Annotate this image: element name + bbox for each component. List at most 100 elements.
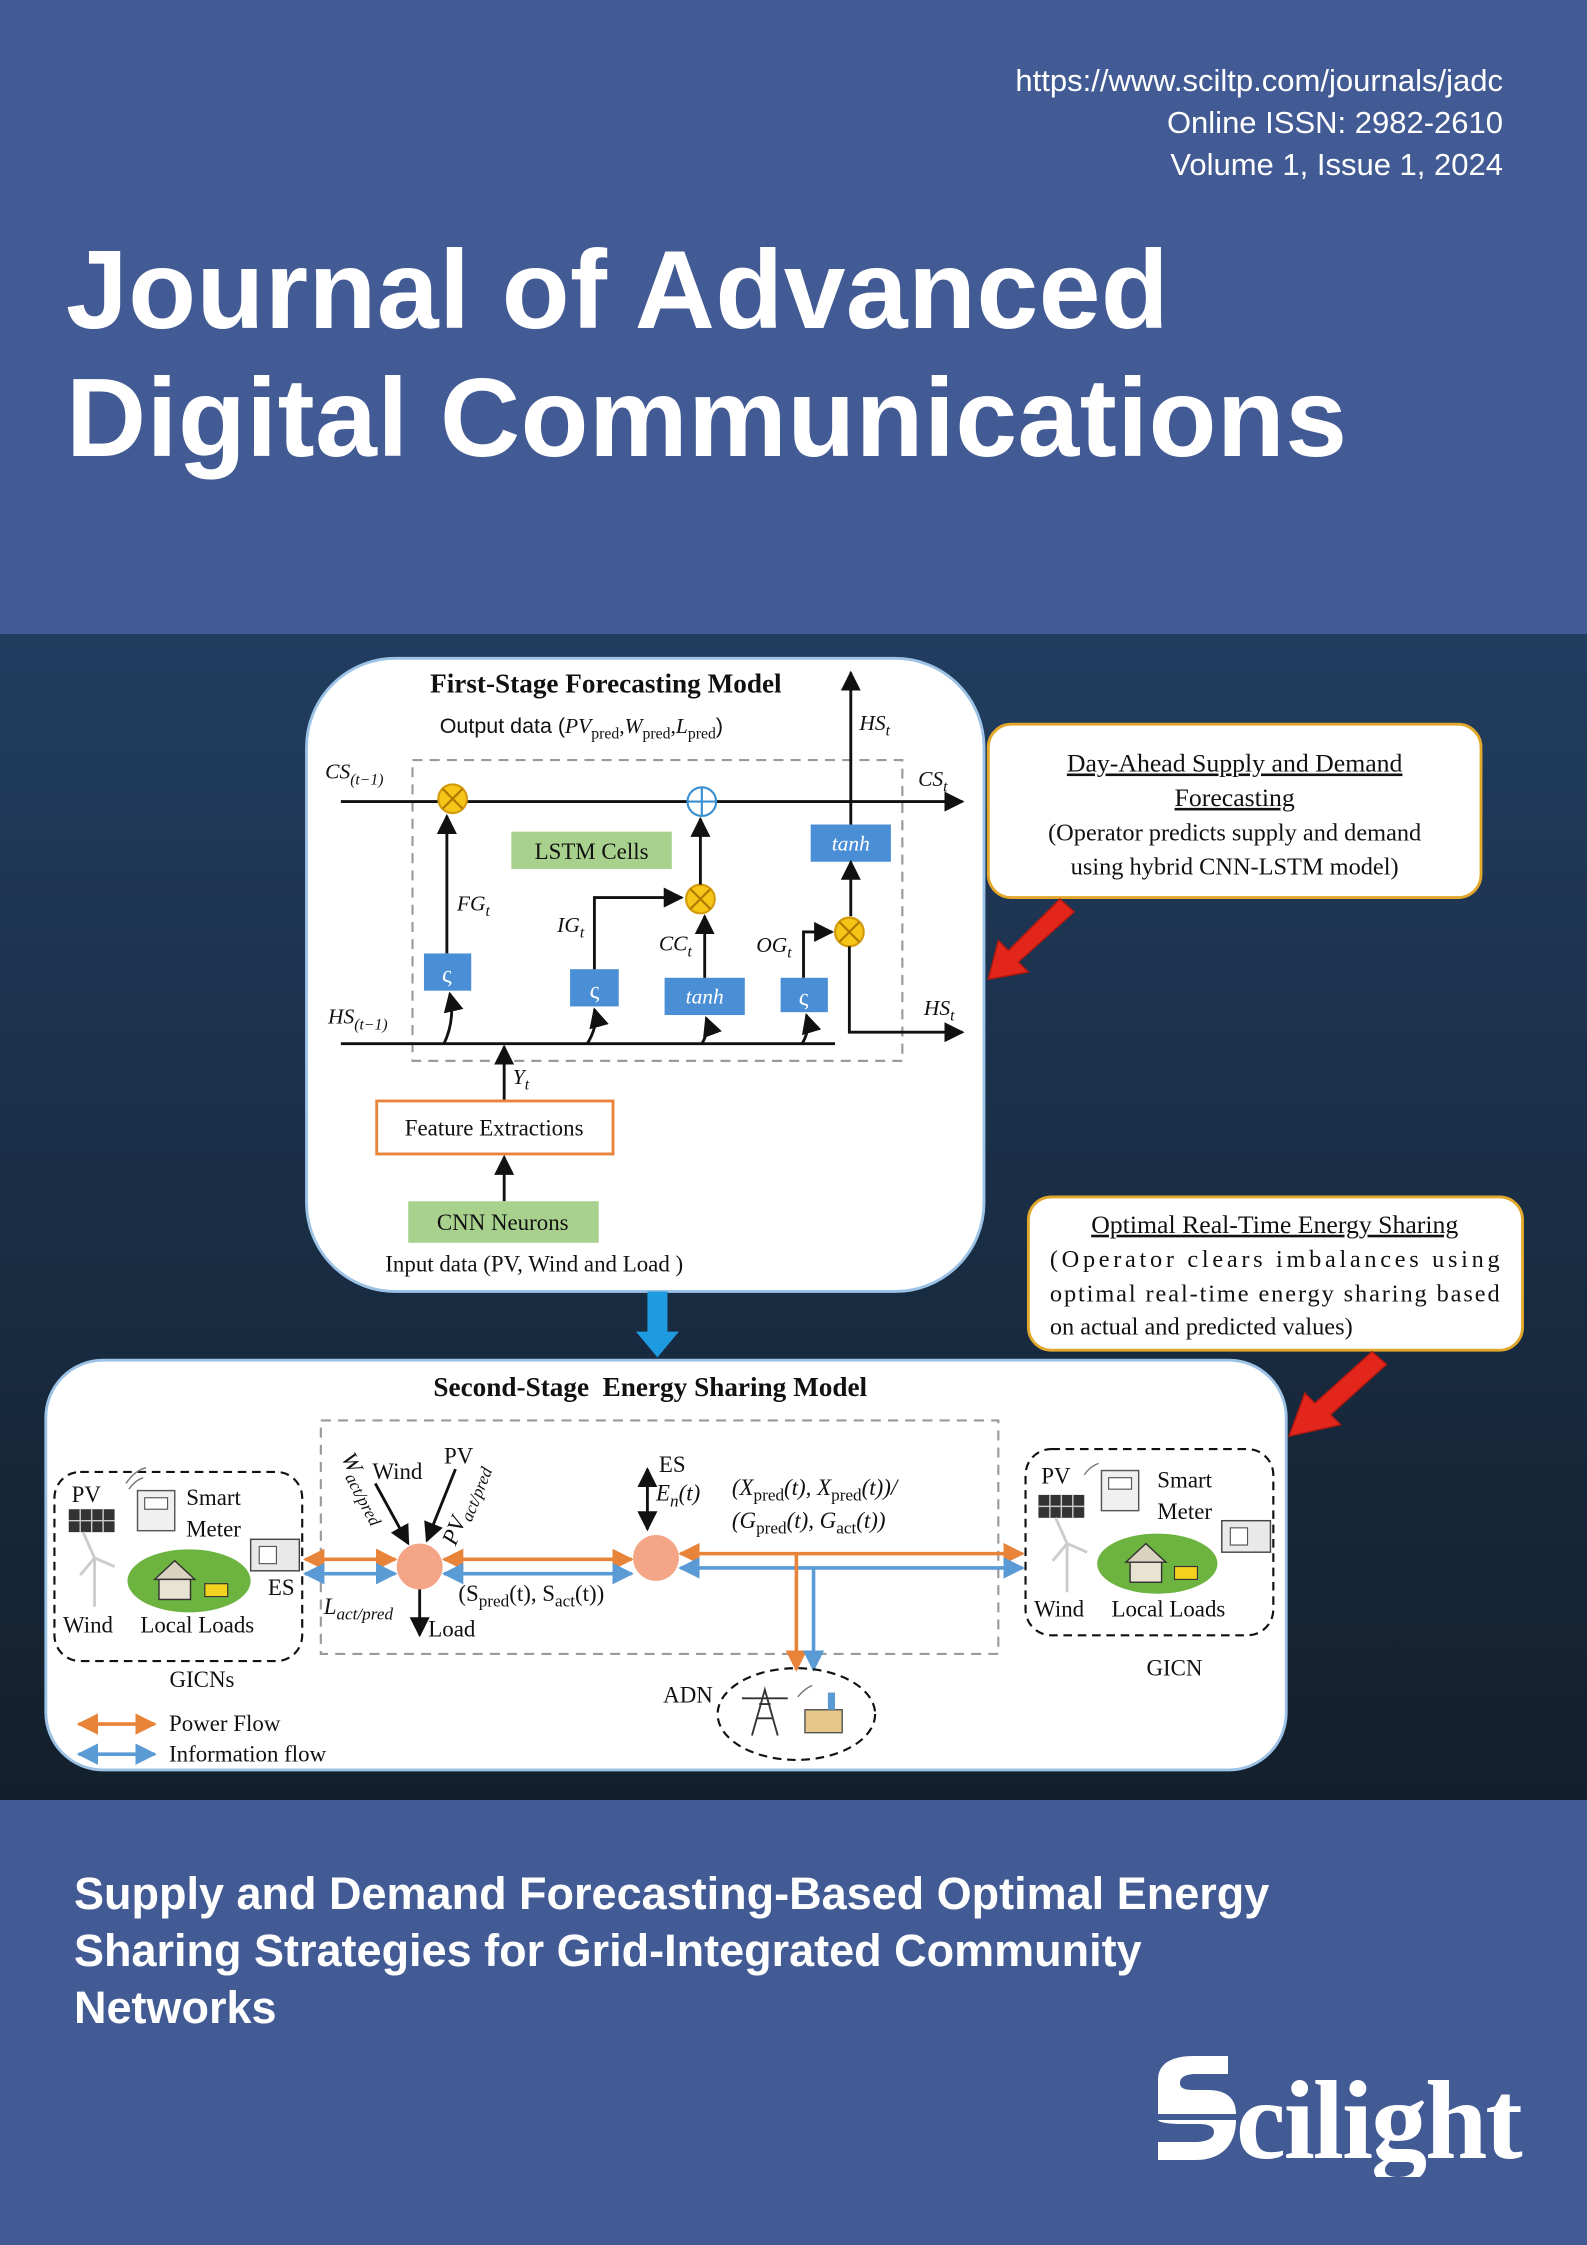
left-community-caption: GICNs xyxy=(170,1667,235,1692)
cnn-neurons-label: CNN Neurons xyxy=(437,1210,569,1235)
adn-boundary xyxy=(716,1667,877,1761)
sigma-forget-box xyxy=(423,953,472,991)
callout1-title-line1: Day-Ahead Supply and Demand xyxy=(1067,749,1403,778)
transmission-tower-icon xyxy=(741,1686,788,1736)
smart-meter-icon xyxy=(125,1466,176,1532)
svg-text:ς: ς xyxy=(799,984,809,1011)
x-pred-label: (Xpred(t), Xpred(t))/ xyxy=(732,1475,900,1505)
multiply-icon xyxy=(437,783,469,815)
legend-info-label: Information flow xyxy=(169,1741,327,1766)
factory-icon xyxy=(797,1684,843,1734)
tanh-bottom-label: tanh xyxy=(686,985,724,1009)
left-meter-label: Meter xyxy=(186,1516,241,1541)
left-smart-label: Smart xyxy=(186,1485,241,1510)
right-meter-label: Meter xyxy=(1157,1499,1212,1524)
stage-transition-arrow xyxy=(635,1291,679,1358)
callout2-body-line2: optimal real-time energy sharing based xyxy=(1050,1281,1500,1308)
first-stage-panel: First-Stage Forecasting Model Output dat… xyxy=(305,656,986,1293)
svg-text:ς: ς xyxy=(442,961,452,988)
l-act-pred-label: Lact/pred xyxy=(323,1594,394,1624)
ev-icon xyxy=(1173,1565,1198,1580)
callout-real-time: Optimal Real-Time Energy Sharing (Operat… xyxy=(1026,1195,1524,1352)
left-pv-label: PV xyxy=(72,1482,102,1507)
solar-panel-icon xyxy=(1038,1494,1085,1518)
output-data-label: Output data (PVpred,Wpred,Lpred) xyxy=(440,714,723,743)
callout1-body-line1: (Operator predicts supply and demand xyxy=(1048,819,1421,846)
solar-panel-icon xyxy=(68,1509,115,1533)
tanh-top-box xyxy=(810,824,891,862)
scilight-logo: cilight xyxy=(1158,2056,1524,2177)
journal-url: https://www.sciltp.com/journals/jadc xyxy=(1015,63,1503,98)
cc-label: CCt xyxy=(659,932,693,961)
footer-band xyxy=(0,1800,1587,2245)
article-title-line2: Sharing Strategies for Grid-Integrated C… xyxy=(74,1925,1142,1976)
right-wind-label: Wind xyxy=(1034,1597,1085,1622)
house-icon xyxy=(152,1559,197,1601)
left-es-label: ES xyxy=(268,1575,295,1600)
journal-title: Journal of Advanced Digital Communicatio… xyxy=(66,226,1347,482)
es-label: ES xyxy=(659,1452,686,1477)
second-stage-title: Second-Stage Energy Sharing Model xyxy=(433,1372,867,1402)
callout2-body-line3: on actual and predicted values) xyxy=(1050,1313,1353,1340)
callout1-title-line2: Forecasting xyxy=(1175,783,1295,812)
article-title: Supply and Demand Forecasting-Based Opti… xyxy=(74,1865,1374,2036)
right-pv-label: PV xyxy=(1041,1463,1071,1488)
wind-turbine-icon xyxy=(1051,1517,1088,1593)
energy-storage-icon xyxy=(249,1538,301,1572)
tanh-top-label: tanh xyxy=(832,831,870,855)
callout1-body-line2: using hybrid CNN-LSTM model) xyxy=(1071,854,1399,881)
fg-label: FGt xyxy=(456,891,491,920)
multiply-icon xyxy=(833,916,865,948)
lstm-dashed-boundary xyxy=(411,758,904,1062)
ig-label: IGt xyxy=(556,913,585,942)
left-local-loads-label: Local Loads xyxy=(140,1612,254,1637)
input-data-label: Input data (PV, Wind and Load ) xyxy=(385,1251,683,1276)
cnn-neurons-box xyxy=(408,1201,599,1243)
lstm-cells-box xyxy=(511,831,672,869)
og-label: OGt xyxy=(756,933,792,962)
sharing-node-2 xyxy=(633,1535,679,1581)
right-community-boundary xyxy=(1024,1447,1275,1637)
s-pred-act-label: (Spred(t), Sact(t)) xyxy=(458,1581,604,1611)
journal-title-line2: Digital Communications xyxy=(66,356,1348,480)
ev-icon xyxy=(204,1583,229,1598)
article-title-line3: Networks xyxy=(74,1982,277,2033)
journal-title-line1: Journal of Advanced xyxy=(66,228,1170,352)
feature-extractions-label: Feature Extractions xyxy=(405,1115,584,1140)
second-stage-panel: Second-Stage Energy Sharing Model PV Sma… xyxy=(44,1358,1288,1772)
hs-top-label: HSt xyxy=(858,711,890,740)
journal-issn: Online ISSN: 2982-2610 xyxy=(1166,105,1503,140)
wind-turbine-icon xyxy=(79,1531,116,1607)
hs-prev-label: HS(t−1) xyxy=(327,1005,388,1034)
first-stage-title: First-Stage Forecasting Model xyxy=(430,669,782,699)
right-local-loads-label: Local Loads xyxy=(1111,1597,1225,1622)
callout2-arrow xyxy=(1287,1350,1388,1438)
cs-t-label: CSt xyxy=(918,767,948,796)
add-icon xyxy=(686,786,718,817)
callout-day-ahead: Day-Ahead Supply and Demand Forecasting … xyxy=(986,722,1483,899)
callout1-arrow xyxy=(987,898,1076,981)
cs-prev-label: CS(t−1) xyxy=(325,760,383,789)
right-smart-label: Smart xyxy=(1157,1468,1212,1493)
header-band xyxy=(0,0,1587,634)
sharing-node-1 xyxy=(396,1543,443,1590)
wind-label: Wind xyxy=(372,1459,423,1484)
multiply-icon xyxy=(685,883,716,915)
callout2-title: Optimal Real-Time Energy Sharing xyxy=(1091,1210,1458,1239)
lstm-cells-label: LSTM Cells xyxy=(535,839,649,864)
scilight-wordmark: cilight xyxy=(1236,2059,1522,2177)
feature-extractions-box xyxy=(375,1099,615,1156)
g-pred-label: (Gpred(t), Gact(t)) xyxy=(732,1508,886,1538)
left-wind-label: Wind xyxy=(63,1612,114,1637)
legend-power-label: Power Flow xyxy=(169,1711,281,1736)
right-community-caption: GICN xyxy=(1146,1655,1202,1680)
tanh-bottom-box xyxy=(664,977,745,1016)
journal-meta: https://www.sciltp.com/journals/jadc Onl… xyxy=(1015,60,1503,186)
smart-meter-icon xyxy=(1083,1462,1140,1512)
left-community-boundary xyxy=(53,1470,304,1663)
load-label: Load xyxy=(428,1617,476,1642)
energy-storage-icon xyxy=(1221,1519,1272,1553)
pv-label: PV xyxy=(444,1443,474,1468)
svg-text:ς: ς xyxy=(590,977,600,1004)
graphical-abstract: First-Stage Forecasting Model Output dat… xyxy=(44,656,1524,1772)
